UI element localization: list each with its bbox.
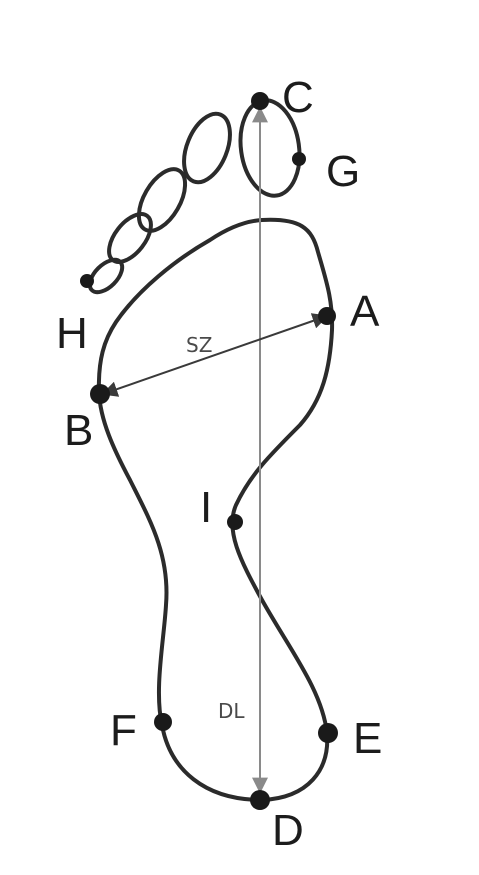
label-c: C	[282, 73, 314, 122]
marker-f	[154, 713, 172, 731]
marker-b	[90, 384, 110, 404]
second-toe	[182, 111, 232, 185]
label-a: A	[350, 287, 380, 336]
length-label: DL	[218, 699, 245, 723]
marker-e	[318, 723, 338, 743]
toes	[87, 98, 302, 295]
label-h: H	[56, 309, 88, 358]
label-i: I	[200, 483, 212, 532]
width-label: SZ	[186, 333, 212, 357]
third-toe	[136, 167, 188, 233]
label-f: F	[110, 706, 137, 755]
marker-c	[251, 92, 269, 110]
point-markers	[80, 92, 338, 810]
marker-i	[227, 514, 243, 530]
label-d: D	[272, 806, 304, 855]
point-labels: C G H A B I F E D	[56, 73, 382, 855]
marker-a	[318, 307, 336, 325]
label-b: B	[64, 406, 93, 455]
marker-h	[80, 274, 94, 288]
label-g: G	[326, 147, 360, 196]
width-line	[101, 313, 329, 397]
little-toe	[87, 257, 125, 295]
marker-g	[292, 152, 306, 166]
marker-d	[250, 790, 270, 810]
label-e: E	[353, 714, 382, 763]
